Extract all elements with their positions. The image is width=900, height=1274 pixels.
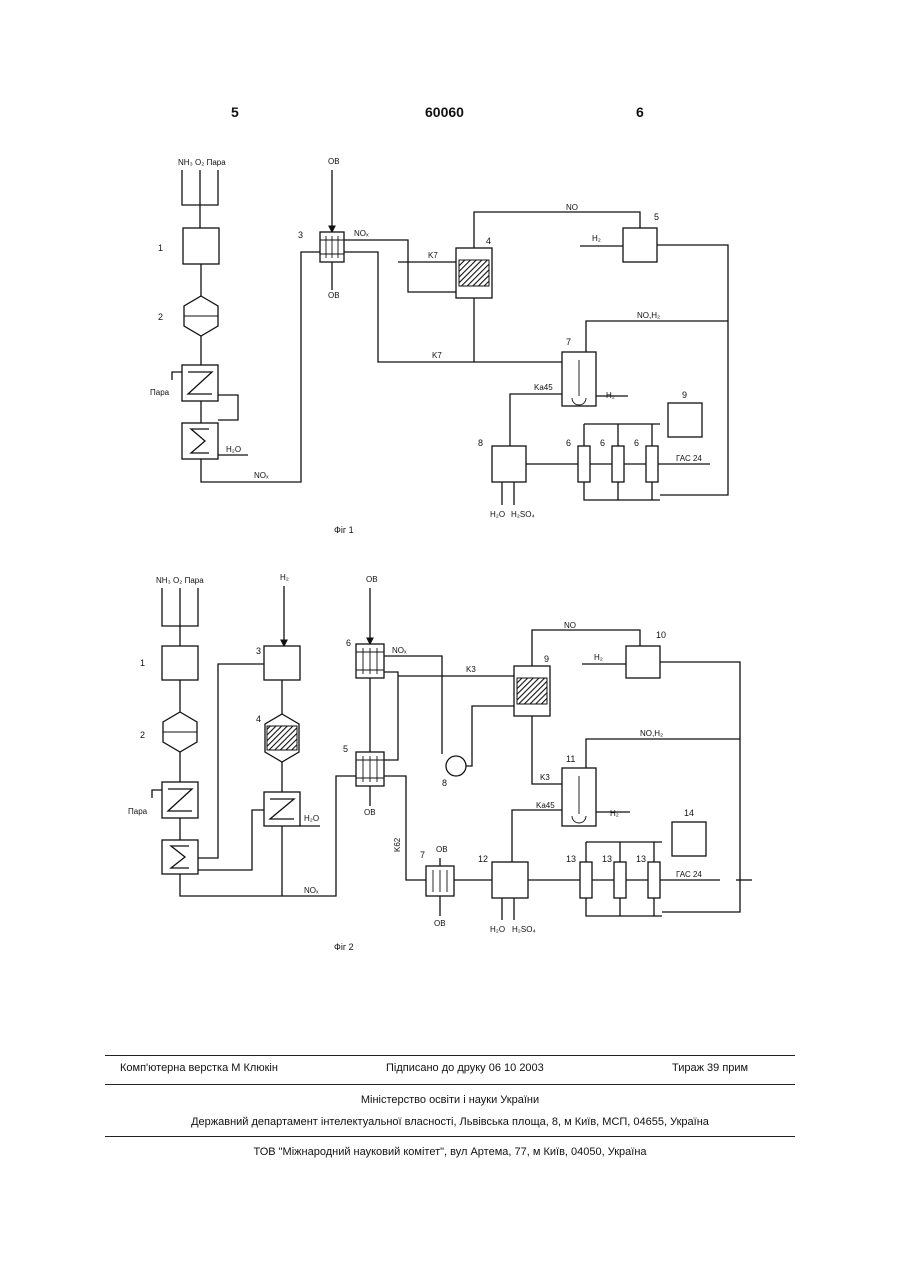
fig1-steam-label: Пара bbox=[150, 388, 170, 397]
fig1-unit-7-number: 7 bbox=[566, 337, 571, 347]
fig1-caption: Фіг 1 bbox=[334, 525, 354, 535]
fig1-no-label: NO bbox=[566, 203, 578, 212]
fig1-h2o-cool-label: H₂O bbox=[226, 445, 241, 454]
fig2-h2so4-12-label: H₂SO₄ bbox=[512, 925, 536, 934]
footer-rule-bottom bbox=[105, 1136, 795, 1137]
fig1-gas24-label: ГАС 24 bbox=[676, 454, 702, 463]
fig2-unit-11-number: 11 bbox=[566, 754, 575, 764]
footer-rule-top bbox=[105, 1055, 795, 1056]
footer-typesetting: Комп'ютерна верстка М Клюкін bbox=[120, 1062, 278, 1074]
fig2-feeds-label: NH₃ O₂ Пара bbox=[156, 576, 204, 585]
fig2-unit-14-number: 14 bbox=[684, 808, 694, 818]
fig2-h2o-4-label: H₂O bbox=[304, 814, 319, 823]
fig1-unit-1-number: 1 bbox=[158, 243, 163, 253]
figure-1: NH₃ O₂ Пара 1 2 Пара H₂O NOₓ OB 3 OB bbox=[150, 157, 728, 535]
fig2-unit-9-number: 9 bbox=[544, 654, 549, 664]
fig2-ob-7-in-label: OB bbox=[436, 845, 448, 854]
fig2-cooler bbox=[162, 840, 198, 874]
fig2-unit-5-number: 5 bbox=[343, 744, 348, 754]
fig1-h2o-8-label: H₂O bbox=[490, 510, 505, 519]
fig1-unit-5-box bbox=[623, 228, 657, 262]
fig2-unit-13b-number: 13 bbox=[602, 854, 612, 864]
fig1-unit-1-box bbox=[183, 228, 219, 264]
fig2-k3b-label: K3 bbox=[540, 773, 550, 782]
fig1-k7b-label: K7 bbox=[432, 351, 442, 360]
fig1-unit-6c-column bbox=[646, 446, 658, 482]
fig2-no-label: NO bbox=[564, 621, 576, 630]
fig2-caption: Фіг 2 bbox=[334, 942, 354, 952]
fig2-unit-13a-number: 13 bbox=[566, 854, 576, 864]
fig2-k62-label: K62 bbox=[393, 837, 402, 852]
footer-signed-date: Підписано до друку 06 10 2003 bbox=[386, 1062, 544, 1074]
fig1-h2so4-8-label: H₂SO₄ bbox=[511, 510, 535, 519]
footer-rule-middle bbox=[105, 1084, 795, 1085]
fig2-unit-12-box bbox=[492, 862, 528, 898]
fig2-unit-10-box bbox=[626, 646, 660, 678]
fig2-unit-8-number: 8 bbox=[442, 778, 447, 788]
fig2-no-h2-label: NO,H₂ bbox=[640, 729, 663, 738]
fig2-h2-10-label: H₂ bbox=[594, 653, 603, 662]
fig2-h2-top-label: H₂ bbox=[280, 573, 289, 582]
fig2-unit-12-number: 12 bbox=[478, 854, 488, 864]
fig2-nox-bottom-label: NOₓ bbox=[304, 886, 319, 895]
fig2-ka45-label: Ka45 bbox=[536, 801, 555, 810]
fig1-unit-2-number: 2 bbox=[158, 312, 163, 322]
fig1-ob-in-label: OB bbox=[328, 157, 340, 166]
fig2-unit-7-number: 7 bbox=[420, 850, 425, 860]
fig2-unit-1-number: 1 bbox=[140, 658, 145, 668]
fig2-h2o-12-label: H₂O bbox=[490, 925, 505, 934]
fig2-unit-3-box bbox=[264, 646, 300, 680]
fig1-k7a-label: K7 bbox=[428, 251, 438, 260]
fig2-unit-1-box bbox=[162, 646, 198, 680]
fig1-unit-9-number: 9 bbox=[682, 390, 687, 400]
fig2-unit-2-number: 2 bbox=[140, 730, 145, 740]
fig1-unit-9-box bbox=[668, 403, 702, 437]
fig1-unit-6a-number: 6 bbox=[566, 438, 571, 448]
fig1-unit-3-number: 3 bbox=[298, 230, 303, 240]
fig1-unit-6a-column bbox=[578, 446, 590, 482]
fig1-unit-8-box bbox=[492, 446, 526, 482]
fig1-nox-top-label: NOₓ bbox=[354, 229, 369, 238]
fig2-ob-5-label: OB bbox=[364, 808, 376, 817]
fig1-unit-6c-number: 6 bbox=[634, 438, 639, 448]
footer-ministry: Міністерство освіти і науки України bbox=[0, 1094, 900, 1106]
fig2-unit-13a-column bbox=[580, 862, 592, 898]
fig1-unit-6b-number: 6 bbox=[600, 438, 605, 448]
fig1-feeds-label: NH₃ O₂ Пара bbox=[178, 158, 226, 167]
fig2-k3a-label: K3 bbox=[466, 665, 476, 674]
fig1-ka45-label: Ka45 bbox=[534, 383, 553, 392]
fig2-unit-6-number: 6 bbox=[346, 638, 351, 648]
fig1-h2-5-label: H₂ bbox=[592, 234, 601, 243]
fig1-unit-6b-column bbox=[612, 446, 624, 482]
fig1-unit-8-number: 8 bbox=[478, 438, 483, 448]
fig1-no-h2-label: NO,H₂ bbox=[637, 311, 660, 320]
fig2-unit-3-number: 3 bbox=[256, 646, 261, 656]
fig1-unit-5-number: 5 bbox=[654, 212, 659, 222]
fig1-nox-bottom-label: NOₓ bbox=[254, 471, 269, 480]
footer-department: Державний департамент інтелектуальної вл… bbox=[0, 1116, 900, 1128]
fig2-ob-7-out-label: OB bbox=[434, 919, 446, 928]
fig2-gas24-label: ГАС 24 bbox=[676, 870, 702, 879]
fig2-unit-13c-column bbox=[648, 862, 660, 898]
fig2-h2-11-label: H₂ bbox=[610, 809, 619, 818]
footer-circulation: Тираж 39 прим bbox=[672, 1062, 748, 1074]
fig2-steam-label: Пара bbox=[128, 807, 148, 816]
fig2-unit-13c-number: 13 bbox=[636, 854, 646, 864]
fig2-unit-13b-column bbox=[614, 862, 626, 898]
fig2-ob-top-label: OB bbox=[366, 575, 378, 584]
fig1-unit-4-number: 4 bbox=[486, 236, 491, 246]
fig2-unit-8-circle bbox=[446, 756, 466, 776]
fig2-unit-10-number: 10 bbox=[656, 630, 666, 640]
fig2-unit-4-number: 4 bbox=[256, 714, 261, 724]
fig2-nox-6-label: NOₓ bbox=[392, 646, 407, 655]
fig2-unit-14-box bbox=[672, 822, 706, 856]
fig1-ob-out-label: OB bbox=[328, 291, 340, 300]
footer-publisher: ТОВ "Міжнародний науковий комітет", вул … bbox=[0, 1146, 900, 1158]
figure-2: NH₃ O₂ Пара 1 2 Пара NOₓ H₂ 3 4 bbox=[128, 573, 752, 952]
